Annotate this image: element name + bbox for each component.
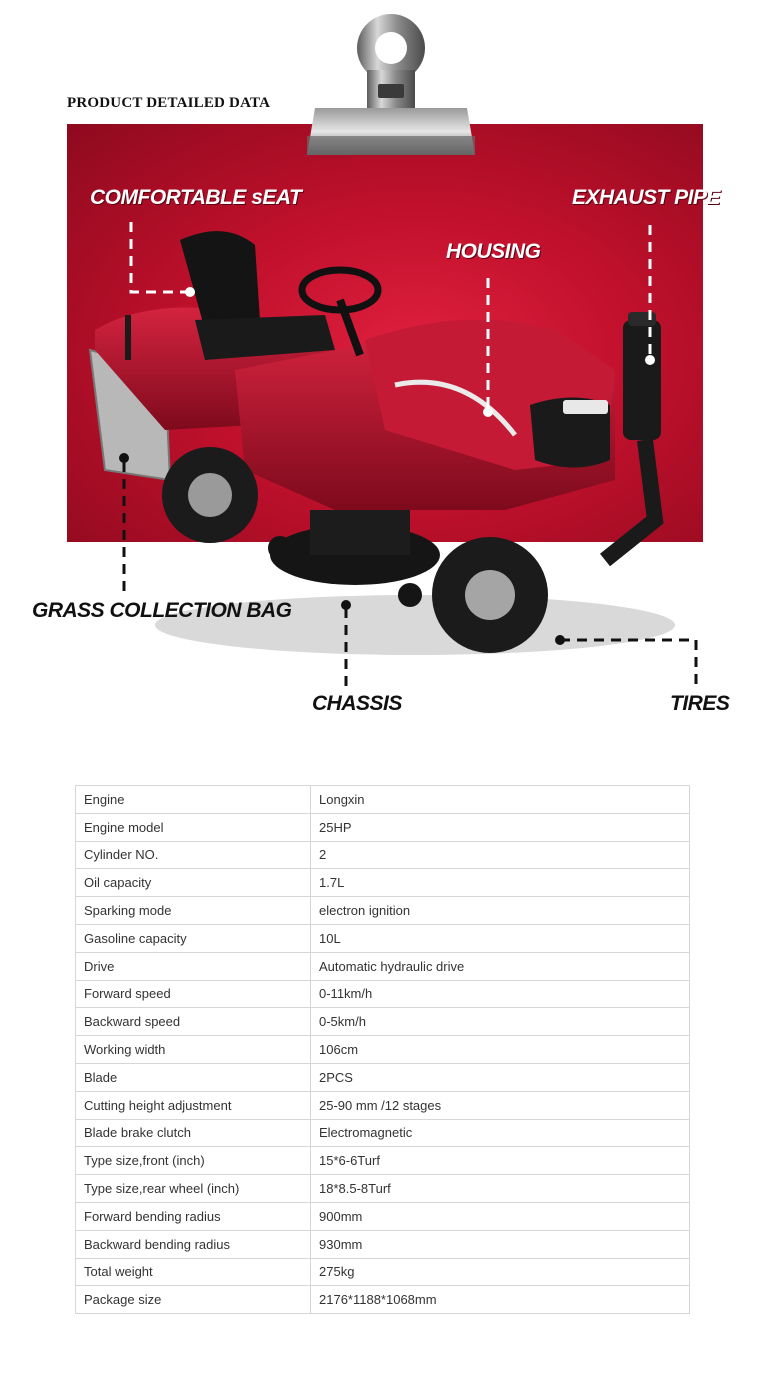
spec-value: 2176*1188*1068mm (310, 1285, 690, 1315)
spec-label: Blade (75, 1062, 311, 1092)
spec-value: 0-5km/h (310, 1007, 690, 1037)
spec-label: Engine model (75, 812, 311, 842)
spec-value: 1.7L (310, 868, 690, 898)
spec-value: 106cm (310, 1035, 690, 1064)
spec-label: Type size,rear wheel (inch) (75, 1174, 311, 1203)
spec-label: Working width (75, 1035, 311, 1064)
spec-label: Drive (75, 951, 311, 981)
spec-value: 900mm (310, 1201, 690, 1231)
table-row: Type size,front (inch)15*6-6Turf (75, 1146, 690, 1176)
spec-label: Gasoline capacity (75, 923, 311, 953)
callout-grass-collection-bag: GRASS COLLECTION BAG (32, 599, 292, 622)
spec-value: 25HP (310, 812, 690, 842)
spec-label: Total weight (75, 1257, 311, 1287)
spec-label: Backward speed (75, 1007, 311, 1037)
spec-label: Type size,front (inch) (75, 1146, 311, 1176)
callout-exhaust-pipe: EXHAUST PIPE (572, 186, 721, 209)
spec-value: Longxin (310, 785, 690, 814)
spec-value: Automatic hydraulic drive (310, 951, 690, 981)
spec-label: Cutting height adjustment (75, 1090, 311, 1120)
spec-value: 15*6-6Turf (310, 1146, 690, 1176)
spec-value: electron ignition (310, 896, 690, 925)
callout-tires: TIRES (670, 692, 730, 715)
spec-value: 18*8.5-8Turf (310, 1174, 690, 1203)
lawn-mower-image (88, 231, 675, 655)
spec-value: 25-90 mm /12 stages (310, 1090, 690, 1120)
spec-label: Forward speed (75, 979, 311, 1009)
spec-value: 10L (310, 923, 690, 953)
spec-label: Forward bending radius (75, 1201, 311, 1231)
spec-value: Electromagnetic (310, 1118, 690, 1148)
spec-label: Oil capacity (75, 868, 311, 898)
spec-value: 2PCS (310, 1062, 690, 1092)
spec-value: 0-11km/h (310, 979, 690, 1009)
spec-value: 2 (310, 840, 690, 870)
callout-housing: HOUSING (446, 240, 541, 263)
spec-label: Sparking mode (75, 896, 311, 925)
spec-label: Backward bending radius (75, 1229, 311, 1259)
spec-label: Cylinder NO. (75, 840, 311, 870)
spec-label: Engine (75, 785, 311, 814)
spec-value: 275kg (310, 1257, 690, 1287)
spec-value: 930mm (310, 1229, 690, 1259)
spec-label: Blade brake clutch (75, 1118, 311, 1148)
binder-clip-icon (307, 14, 475, 155)
table-row: Cylinder NO.2 (75, 840, 690, 870)
callout-chassis: CHASSIS (312, 692, 402, 715)
callout-comfortable-seat: COMFORTABLE sEAT (90, 186, 302, 209)
spec-label: Package size (75, 1285, 311, 1315)
table-row: Type size,rear wheel (inch)18*8.5-8Turf (75, 1174, 690, 1203)
page-title: PRODUCT DETAILED DATA (67, 95, 271, 111)
